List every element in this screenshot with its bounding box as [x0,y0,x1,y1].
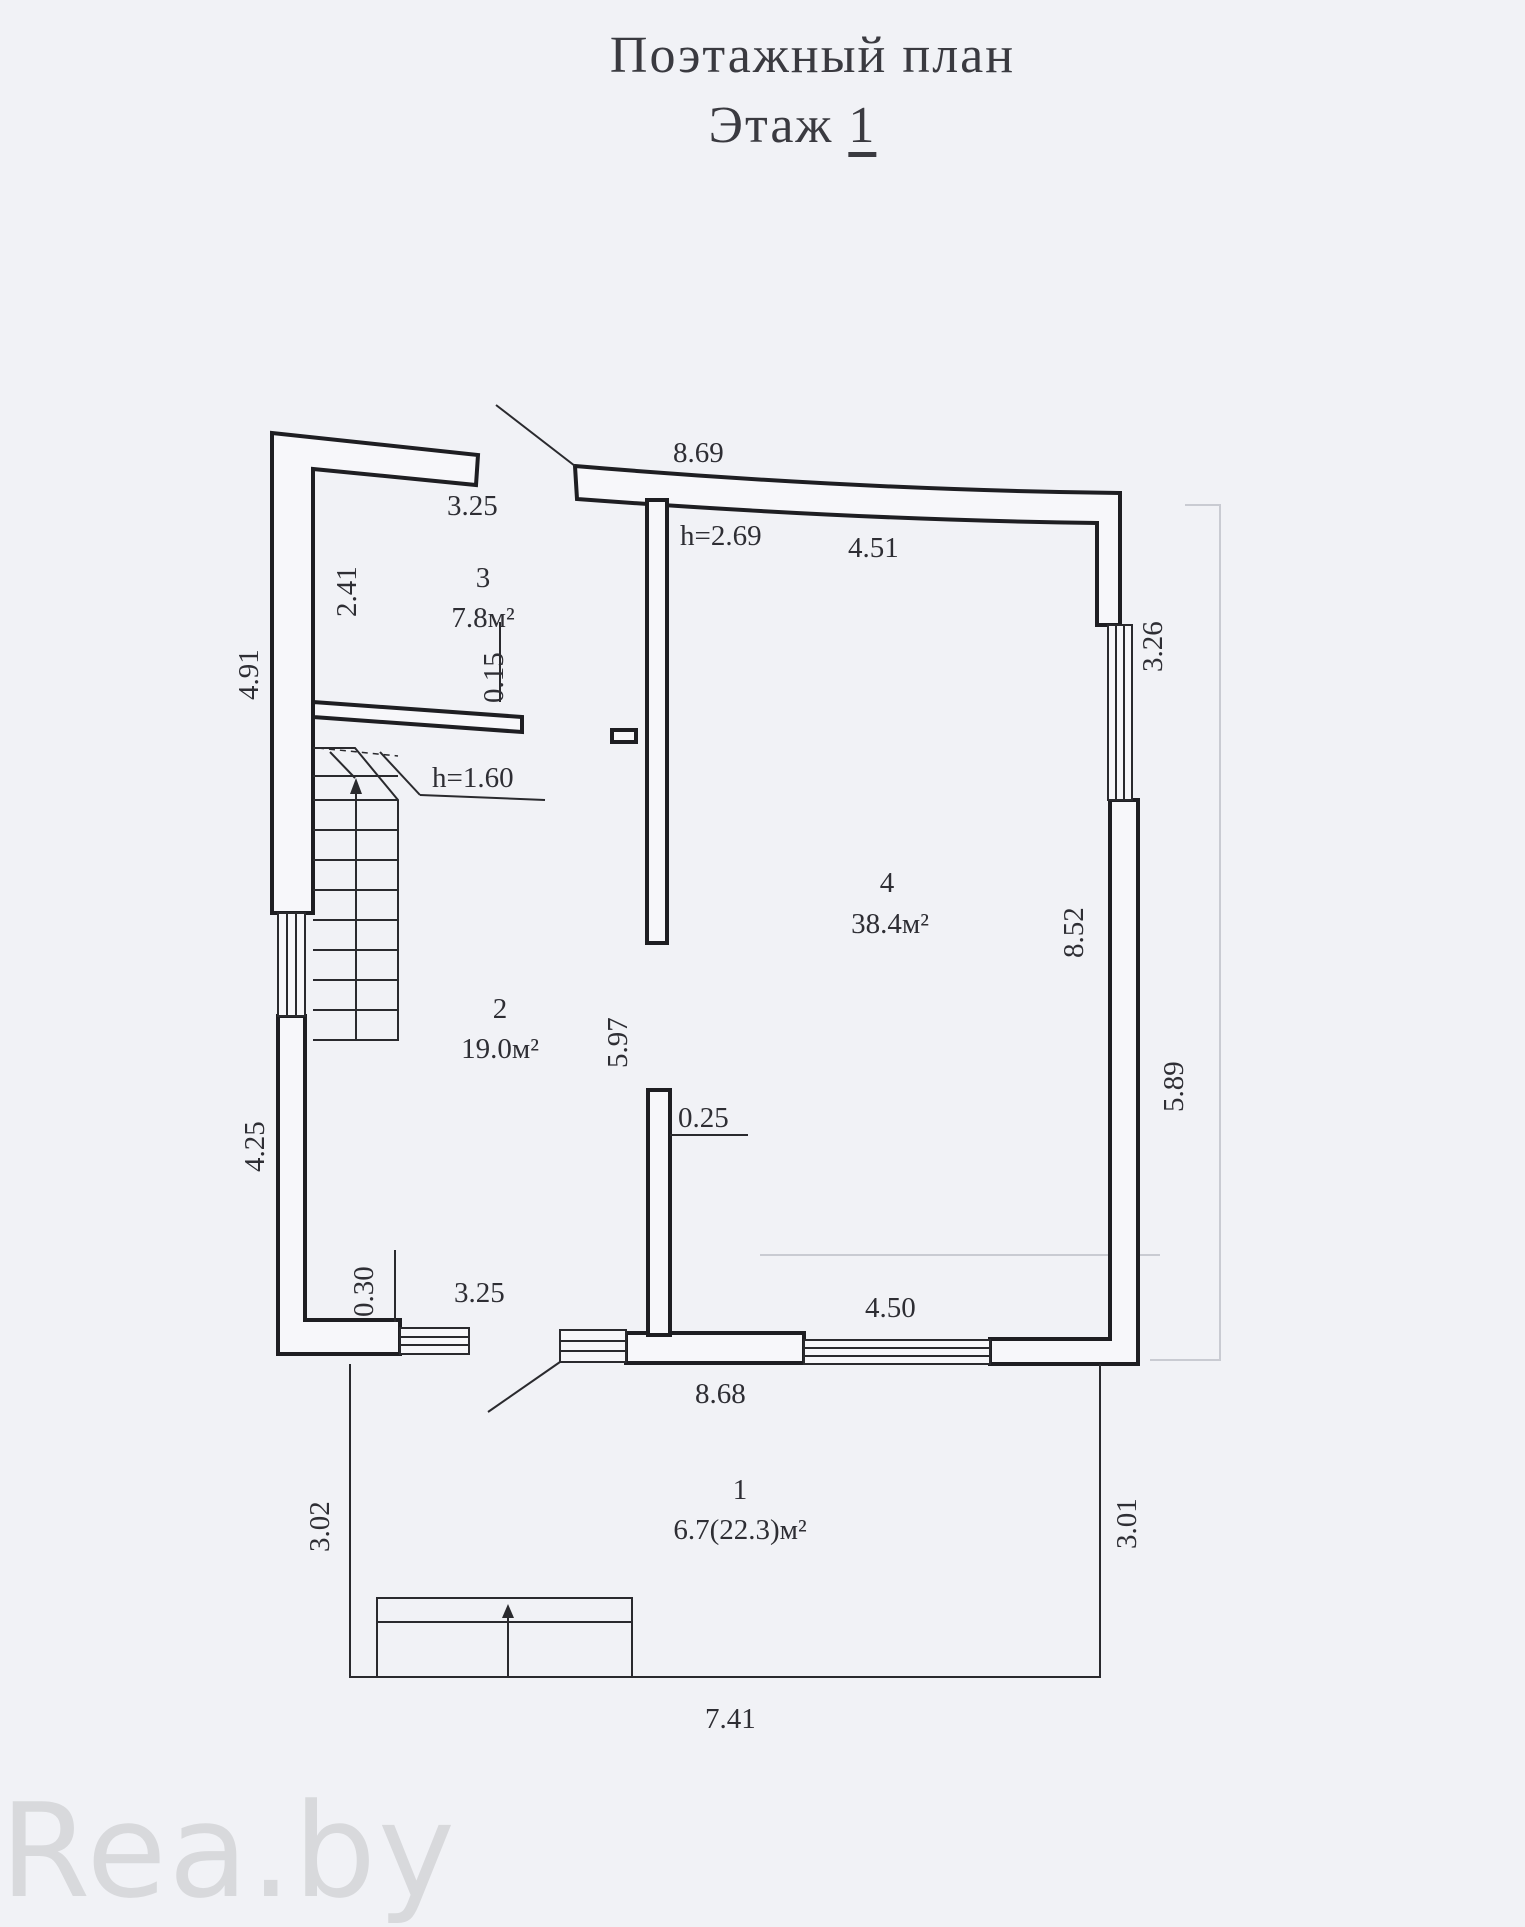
walls [270,430,1140,1366]
dim-terrace-left: 3.02 [304,1501,336,1552]
plan-title: Поэтажный план [609,27,1016,84]
watermark-logo: Rea.by [0,1775,457,1927]
dim-terrace-right: 3.01 [1111,1498,1143,1549]
wall-partition-lower [646,1088,672,1337]
room-labels: 3 7.8м² 4 38.4м² 2 19.0м² 1 6.7(22.3)м² [451,562,929,1546]
window-right [1107,624,1133,801]
window-bottom [803,1339,991,1365]
dim-room3-depth: 2.41 [331,566,363,617]
dim-left-upper: 4.91 [233,649,265,700]
wall-partition-stub [610,728,638,744]
leader-lines [394,622,748,1322]
dim-room3-width: 3.25 [447,490,498,522]
dim-room4-width: 4.51 [848,532,899,564]
floor-subtitle: Этаж 1 [30,96,1525,155]
room-4-area: 38.4м² [851,908,929,940]
dim-right-upper: 3.26 [1137,621,1169,672]
room-2-number: 2 [493,993,508,1025]
window-bottom-left [399,1327,470,1355]
wall-room3-outer [270,430,481,915]
windows [277,624,1133,1365]
dim-terrace-width: 7.41 [705,1703,756,1735]
terrace-steps [376,1597,633,1678]
dim-stair-height: h=1.60 [432,762,514,794]
dim-wall-offset: 0.30 [348,1266,380,1317]
door-frame-bottom [559,1329,627,1363]
door-swings [487,404,576,1413]
floor-label: Этаж [708,97,834,154]
staircase [313,747,546,1041]
room-4-number: 4 [880,867,895,899]
wall-right-lower [988,798,1140,1366]
room-3-number: 3 [476,562,491,594]
dim-wall-thickness: 0.25 [678,1102,729,1134]
dim-room4-bottom-width: 4.50 [865,1292,916,1324]
dim-room4-depth: 8.52 [1058,907,1090,958]
wall-bottom-center [624,1331,806,1365]
dim-top-total: 8.69 [673,437,724,469]
dim-room4-height: h=2.69 [680,520,762,552]
room-2-area: 19.0м² [461,1033,539,1065]
wall-left-lower [276,1014,402,1356]
floor-number: 1 [848,97,877,154]
window-left [277,912,306,1017]
wall-room3-partition [311,699,524,735]
ghost-lines [760,504,1221,1361]
dim-partition-thickness: 0.15 [478,652,510,703]
dim-hall-depth: 5.97 [602,1017,634,1068]
dim-bottom-total: 8.68 [695,1378,746,1410]
dim-right-lower: 5.89 [1158,1061,1190,1112]
room-1-number: 1 [733,1474,748,1506]
room-1-area: 6.7(22.3)м² [673,1514,807,1546]
dim-room2-width: 3.25 [454,1277,505,1309]
wall-partition-upper [645,498,669,945]
dim-left-lower: 4.25 [239,1121,271,1172]
terrace [349,1364,1101,1678]
room-3-area: 7.8м² [451,602,515,634]
dimension-labels: 8.69 3.25 h=2.69 4.51 2.41 4.91 0.15 h=1… [233,437,1190,1735]
